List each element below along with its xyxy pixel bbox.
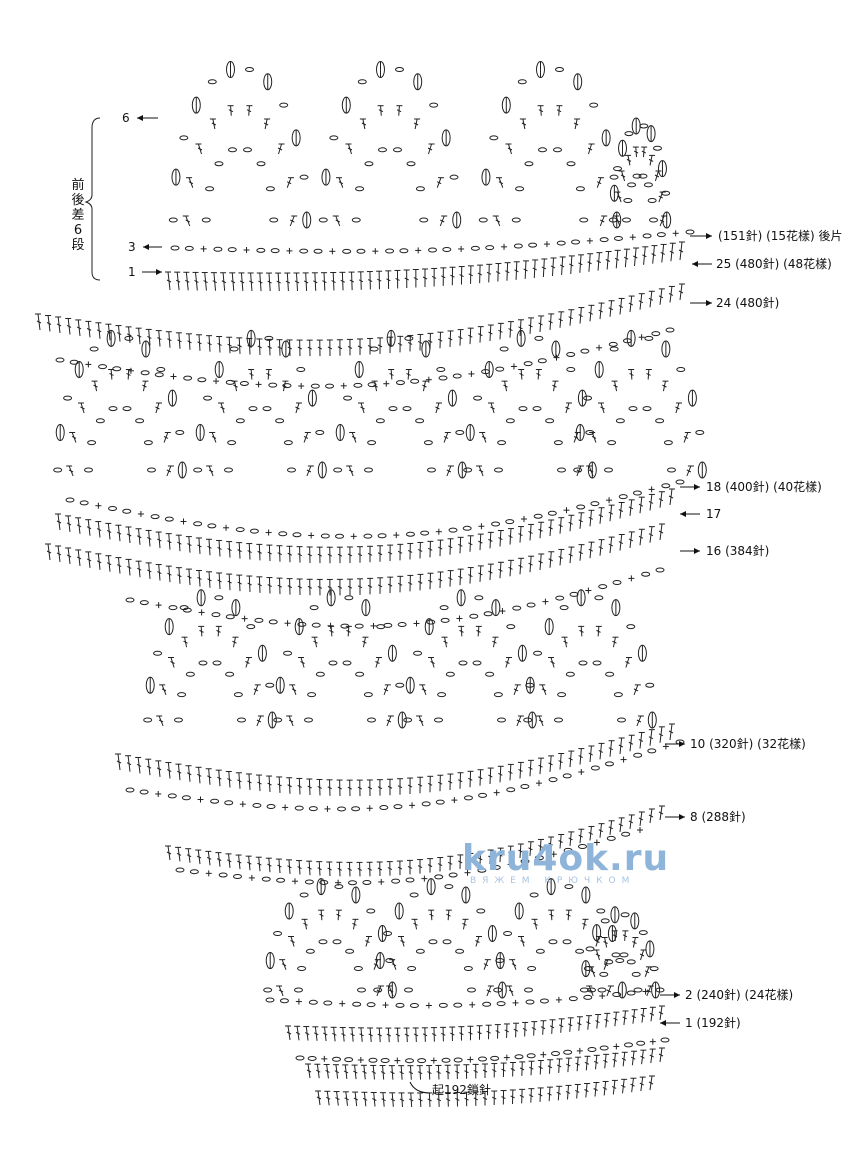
- side-brace: [84, 117, 101, 281]
- row-label-25: 25 (480針) (48花樣): [716, 257, 832, 271]
- row-arrows: [137, 115, 712, 1094]
- stitch-symbols: [35, 61, 707, 1107]
- row-label-10: 10 (320針) (32花樣): [690, 737, 806, 751]
- row-label-26: (151針) (15花樣) 後片: [718, 229, 843, 243]
- row-label-3: 3: [128, 240, 136, 254]
- watermark-subtitle: ВЯЖЕМ КРЮЧКОМ: [470, 876, 636, 886]
- row-label-18: 18 (400針) (40花樣): [706, 480, 822, 494]
- row-label-24: 24 (480針): [716, 296, 780, 310]
- row-label-8: 8 (288針): [690, 810, 746, 824]
- row-label-6: 6: [122, 111, 130, 125]
- row-label-17: 17: [706, 507, 722, 521]
- row-label-1-left: 1: [128, 265, 136, 279]
- watermark: kru4ok.ru: [462, 838, 670, 879]
- start-chain-label: 起192鎖針: [432, 1083, 491, 1097]
- row-label-2: 2 (240針) (24花樣): [685, 988, 794, 1002]
- row-label-16: 16 (384針): [706, 544, 770, 558]
- row-label-1: 1 (192針): [685, 1016, 741, 1030]
